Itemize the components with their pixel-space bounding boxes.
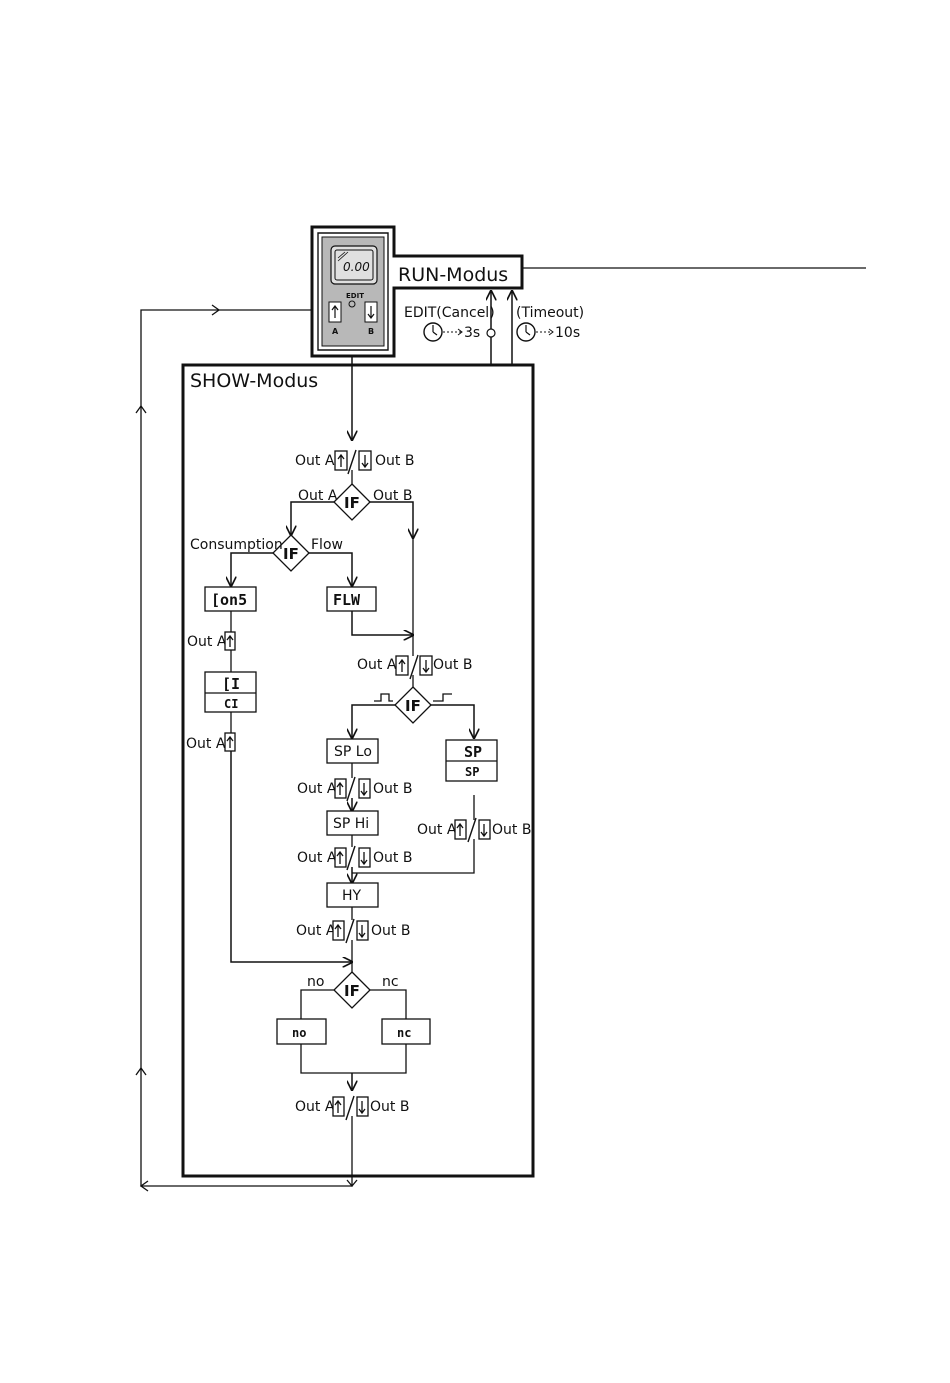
key-select-row-5: Out A Out B <box>296 919 410 943</box>
run-mode-block: RUN-Modus <box>312 227 866 356</box>
out-a-label: Out A <box>296 923 336 939</box>
key-select-row-sp: Out A Out B <box>417 818 531 842</box>
key-b-icon <box>420 656 432 675</box>
no-label: no <box>307 974 324 990</box>
out-a-label: Out A <box>417 822 457 838</box>
nc-display: nc <box>397 1026 411 1040</box>
return-loop <box>136 305 357 1191</box>
nc-display-box: nc <box>382 1019 430 1044</box>
key-b-icon <box>357 921 368 940</box>
out-b-label: Out B <box>375 453 414 469</box>
decision-out-a-b: IF Out A Out B <box>291 470 413 538</box>
key-a-icon <box>335 451 347 470</box>
ci-display-box: [I CI <box>205 672 256 712</box>
out-b-label: Out B <box>373 850 412 866</box>
window-pulse-icon <box>374 694 393 701</box>
threshold-step-icon <box>433 694 452 701</box>
cons-display: [on5 <box>211 591 247 609</box>
sp-lo-label: SP Lo <box>334 744 372 760</box>
sp-lo-box: SP Lo <box>327 739 378 763</box>
key-a-icon <box>225 632 235 650</box>
key-a-icon <box>455 820 466 839</box>
sp-display-box: SP SP <box>446 740 497 781</box>
key-b-label: B <box>368 327 374 336</box>
sp-display-top: SP <box>464 743 482 761</box>
key-b-icon <box>479 820 490 839</box>
key-a-icon <box>335 779 346 798</box>
cons-display-box: [on5 <box>205 587 256 611</box>
run-mode-title: RUN-Modus <box>398 264 508 286</box>
key-b-icon <box>359 779 370 798</box>
out-b-label: Out B <box>433 657 472 673</box>
decision-consumption-flow: IF Consumption Flow <box>190 535 352 586</box>
out-a-label: Out A <box>186 736 226 752</box>
key-b-icon <box>359 848 370 867</box>
nc-label: nc <box>382 974 399 990</box>
consumption-label: Consumption <box>190 537 283 553</box>
out-a-label: Out A <box>295 453 335 469</box>
flow-display: FLW <box>333 591 361 609</box>
key-a-label: A <box>332 327 339 336</box>
clock-icon <box>424 323 442 341</box>
timeout-time: 10s <box>555 325 580 341</box>
sp-display-bottom: SP <box>465 765 479 779</box>
if-label: IF <box>344 494 360 512</box>
key-select-row-3: Out A Out B <box>297 777 412 801</box>
key-a-icon <box>333 921 344 940</box>
key-a-icon <box>396 656 408 675</box>
flow-label: Flow <box>311 537 343 553</box>
device-panel: 0.00 EDIT A B <box>322 237 384 346</box>
flow-display-box: FLW <box>327 587 376 611</box>
show-mode-title: SHOW-Modus <box>190 370 318 392</box>
out-a-label: Out A <box>297 850 337 866</box>
key-select-row-2: Out A Out B <box>357 655 472 679</box>
if-label: IF <box>405 697 421 715</box>
key-b-icon <box>357 1097 368 1116</box>
key-select-row-4: Out A Out B <box>297 846 412 870</box>
if-label: IF <box>283 545 299 563</box>
key-b-button[interactable] <box>365 302 377 322</box>
sp-hi-box: SP Hi <box>327 811 378 835</box>
no-display: no <box>292 1026 306 1040</box>
cancel-node <box>487 329 495 337</box>
out-a-label: Out A <box>357 657 397 673</box>
key-select-row-1: Out A Out B <box>295 450 414 474</box>
return-conditions: EDIT(Cancel) (Timeout) 3s 10s <box>404 291 584 365</box>
edit-key-label: EDIT <box>346 292 364 300</box>
out-b-label: Out B <box>371 923 410 939</box>
key-a-icon <box>335 848 346 867</box>
ci-display-top: [I <box>222 675 240 693</box>
edit-cancel-time: 3s <box>464 325 480 341</box>
clock-icon <box>517 323 535 341</box>
out-a-label: Out A <box>297 781 337 797</box>
if-label: IF <box>344 982 360 1000</box>
device-display-value: 0.00 <box>343 260 370 274</box>
hy-box: HY <box>327 883 378 907</box>
edit-cancel-label: EDIT(Cancel) <box>404 305 495 321</box>
no-display-box: no <box>277 1019 326 1044</box>
out-b-label: Out B <box>492 822 531 838</box>
out-b-label: Out B <box>370 1099 409 1115</box>
out-a-label: Out A <box>187 634 227 650</box>
key-a-icon <box>333 1097 344 1116</box>
decision-no-nc: IF no nc <box>301 972 406 1019</box>
out-b-label: Out B <box>373 781 412 797</box>
out-a-label: Out A <box>295 1099 335 1115</box>
hy-label: HY <box>342 888 362 904</box>
ci-display-bottom: CI <box>224 697 238 711</box>
key-a-button[interactable] <box>329 302 341 322</box>
key-a-icon <box>225 733 235 751</box>
decision-switch-mode: IF <box>352 687 474 738</box>
key-b-icon <box>359 451 371 470</box>
sp-hi-label: SP Hi <box>333 816 369 832</box>
timeout-label: (Timeout) <box>516 305 584 321</box>
